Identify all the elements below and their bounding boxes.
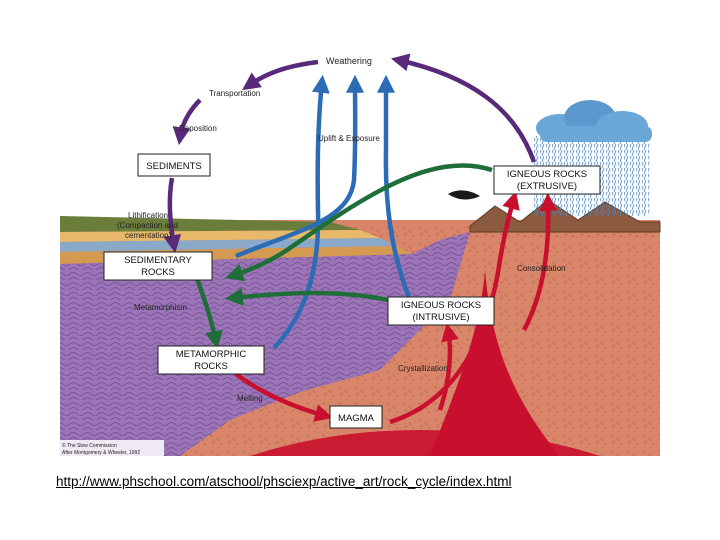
magma-to-intrusive-arrow xyxy=(437,322,459,411)
label-consolidation: Consolidation xyxy=(517,264,565,273)
credit-line-2: After Montgomery & Wheeler, 1992 xyxy=(62,450,140,456)
sedimentary-layer-1 xyxy=(60,216,360,232)
label-lithification-3: cementation) xyxy=(125,231,172,240)
source-url-link[interactable]: http://www.phschool.com/atschool/phsciex… xyxy=(56,474,512,489)
process-labels: Weathering Transportation Deposition Upl… xyxy=(117,56,565,403)
extrusive-to-sedimentary-arrow xyxy=(225,163,493,282)
credit-line-1: © The Slow Commission xyxy=(62,442,117,449)
label-melting: Melting xyxy=(237,394,263,403)
uplift-arrow-right xyxy=(377,74,413,301)
label-lithification: Lithification xyxy=(128,211,168,220)
red-arrows xyxy=(234,191,558,425)
label-transportation: Transportation xyxy=(209,89,260,98)
magma-to-extrusive-arrow xyxy=(389,191,520,425)
box-magma: MAGMA xyxy=(329,405,383,429)
label-uplift: Uplift & Exposure xyxy=(318,134,380,143)
box-intrusive-label-1: IGNEOUS ROCKS xyxy=(401,300,481,311)
box-sediments: SEDIMENTS xyxy=(137,153,211,177)
metamorphic-to-melting-arrow xyxy=(234,372,333,422)
weathering-to-transport-arrow xyxy=(242,59,319,91)
label-lithification-2: (Compaction and xyxy=(117,221,178,230)
igneous-extrusive-weathering-arrow xyxy=(390,53,537,163)
volcano-smoke xyxy=(448,190,480,200)
transport-to-deposition-arrow xyxy=(172,98,202,146)
box-metamorphic-rocks: METAMORPHIC ROCKS xyxy=(157,345,265,375)
box-sedimentary-label-1: SEDIMENTARY xyxy=(124,255,192,266)
label-metamorphism: Metamorphism xyxy=(134,303,187,312)
box-sediments-label: SEDIMENTS xyxy=(146,161,201,172)
credit-bg xyxy=(60,440,164,456)
box-magma-label: MAGMA xyxy=(338,413,375,424)
metamorphism-arrow-from-sedimentary xyxy=(193,275,223,350)
purple-arrows xyxy=(163,53,537,254)
rock-boxes: SEDIMENTS SEDIMENTARY ROCKS METAMORPHIC … xyxy=(103,153,601,429)
magma-pool xyxy=(250,430,600,456)
green-arrows xyxy=(193,163,493,350)
box-sedimentary-rocks: SEDIMENTARY ROCKS xyxy=(103,251,213,281)
sedimentary-layer-3 xyxy=(60,238,398,252)
rain-cloud xyxy=(532,100,652,216)
blue-arrows xyxy=(235,74,413,350)
uplift-arrow-left xyxy=(272,74,330,350)
box-metamorphic-label-1: METAMORPHIC xyxy=(176,349,247,360)
label-deposition: Deposition xyxy=(179,124,217,133)
label-weathering: Weathering xyxy=(326,56,372,66)
magma-chamber xyxy=(430,270,560,456)
box-intrusive-label-2: (INTRUSIVE) xyxy=(413,312,470,323)
metamorphic-rock-body xyxy=(60,232,470,456)
crust-to-extrusive-arrow xyxy=(522,192,558,332)
box-igneous-extrusive: IGNEOUS ROCKS (EXTRUSIVE) xyxy=(493,165,601,195)
uplift-arrow-center xyxy=(235,74,365,259)
box-sedimentary-label-2: ROCKS xyxy=(141,267,175,278)
box-extrusive-label-1: IGNEOUS ROCKS xyxy=(507,169,587,180)
sediments-to-sedimentary-arrow xyxy=(163,177,182,254)
box-extrusive-label-2: (EXTRUSIVE) xyxy=(517,181,577,192)
igneous-to-metamorphism-arrow xyxy=(224,287,389,306)
label-crystallization: Crystallization xyxy=(398,364,448,373)
box-igneous-intrusive: IGNEOUS ROCKS (INTRUSIVE) xyxy=(387,296,495,326)
box-metamorphic-label-2: ROCKS xyxy=(194,361,228,372)
